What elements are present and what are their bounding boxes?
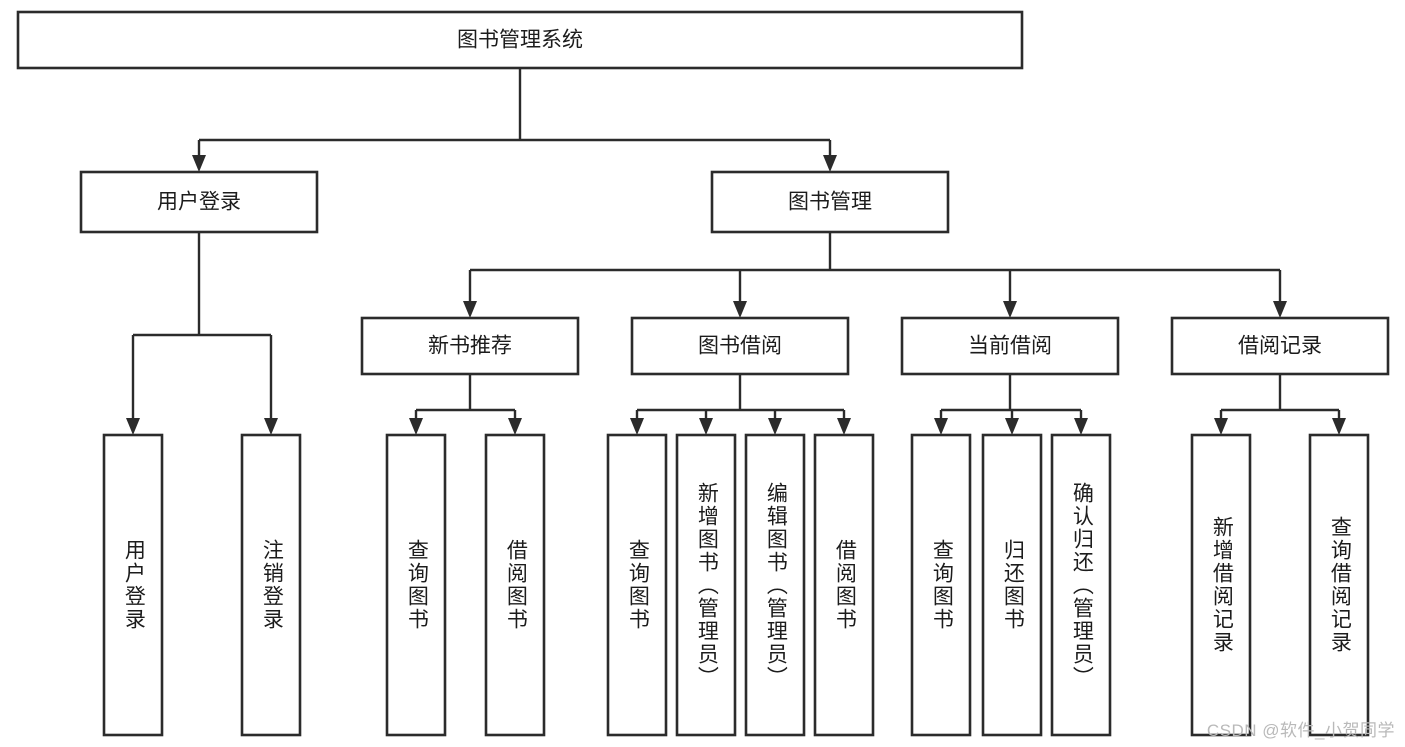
leaf-box-leaf-borrow-book-1[interactable]	[484, 433, 546, 737]
arrow-head	[934, 418, 948, 435]
connectors-layer	[126, 68, 1346, 435]
leaf-box-leaf-query-book-1[interactable]	[385, 433, 447, 737]
node-label-root: 图书管理系统	[457, 29, 583, 52]
node-label-user-login: 用户登录	[157, 191, 241, 214]
arrow-head	[192, 155, 206, 172]
leaf-box-leaf-confirm-return[interactable]	[1050, 433, 1112, 737]
node-box-user-login[interactable]	[79, 170, 319, 234]
leaf-box-leaf-return-book[interactable]	[981, 433, 1043, 737]
leaf-box-leaf-edit-book[interactable]	[744, 433, 806, 737]
node-box-book-manage[interactable]	[710, 170, 950, 234]
node-label-book-manage: 图书管理	[788, 191, 872, 214]
arrow-head	[837, 418, 851, 435]
arrow-head	[768, 418, 782, 435]
leaf-box-leaf-borrow-book-2[interactable]	[813, 433, 875, 737]
arrow-head	[1005, 418, 1019, 435]
leaf-box-leaf-query-book-3[interactable]	[910, 433, 972, 737]
node-box-root[interactable]	[16, 10, 1024, 70]
node-box-book-borrow[interactable]	[630, 316, 850, 376]
arrow-head	[264, 418, 278, 435]
arrow-head	[1074, 418, 1088, 435]
node-label-new-book-rec: 新书推荐	[428, 335, 512, 358]
node-label-book-borrow: 图书借阅	[698, 335, 782, 358]
arrow-head	[823, 155, 837, 172]
arrow-head	[508, 418, 522, 435]
csdn-watermark: CSDN @软件_小贺同学	[1206, 721, 1395, 740]
arrow-head	[126, 418, 140, 435]
boxes-layer	[16, 10, 1390, 737]
node-box-borrow-record[interactable]	[1170, 316, 1390, 376]
node-label-current-borrow: 当前借阅	[968, 335, 1052, 358]
node-box-new-book-rec[interactable]	[360, 316, 580, 376]
arrow-head	[1003, 301, 1017, 318]
leaf-box-leaf-logout[interactable]	[240, 433, 302, 737]
leaf-box-leaf-query-book-2[interactable]	[606, 433, 668, 737]
leaf-box-leaf-user-login[interactable]	[102, 433, 164, 737]
arrow-head	[409, 418, 423, 435]
arrow-head	[1332, 418, 1346, 435]
leaf-box-leaf-query-record[interactable]	[1308, 433, 1370, 737]
arrow-head	[630, 418, 644, 435]
arrow-head	[733, 301, 747, 318]
arrow-head	[699, 418, 713, 435]
leaf-box-leaf-add-book[interactable]	[675, 433, 737, 737]
leaf-box-leaf-add-record[interactable]	[1190, 433, 1252, 737]
node-box-current-borrow[interactable]	[900, 316, 1120, 376]
arrow-head	[1273, 301, 1287, 318]
node-label-borrow-record: 借阅记录	[1238, 335, 1322, 358]
arrow-head	[463, 301, 477, 318]
arrow-head	[1214, 418, 1228, 435]
